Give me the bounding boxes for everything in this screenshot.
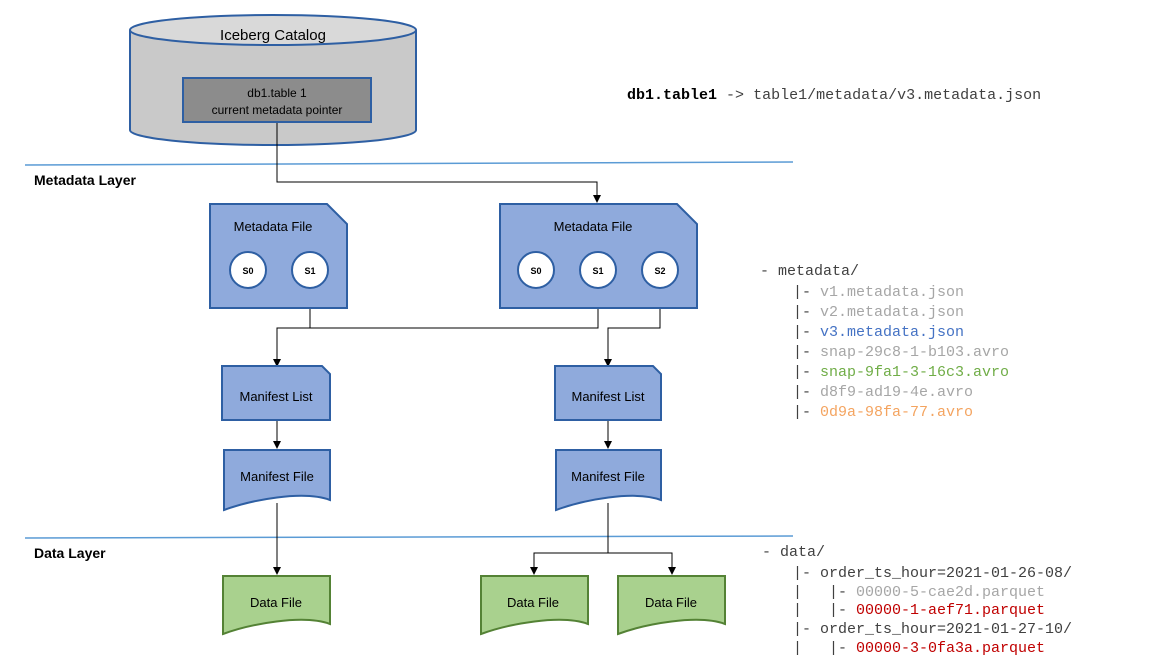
partition-entry: |- order_ts_hour=2021-01-27-10/	[793, 621, 1072, 638]
tree-entry: |- snap-29c8-1-b103.avro	[793, 344, 1009, 361]
manifest-file-2: Manifest File	[555, 449, 662, 512]
tree-entry: |- d8f9-ad19-4e.avro	[793, 384, 973, 401]
metadata-layer-divider	[24, 161, 794, 166]
manifest-list-2: Manifest List	[554, 365, 662, 421]
metadata-directory-tree: - metadata/ |- v1.metadata.json |- v2.me…	[760, 263, 1009, 421]
tree-entry: | |- 00000-1-aef71.parquet	[793, 602, 1045, 619]
metadata-file-1: Metadata File S0 S1	[209, 203, 348, 309]
svg-text:Data File: Data File	[250, 595, 302, 610]
svg-text:Manifest List: Manifest List	[572, 389, 645, 404]
tree-entry: |- v2.metadata.json	[793, 304, 964, 321]
svg-text:S0: S0	[242, 266, 253, 276]
svg-text:Data File: Data File	[645, 595, 697, 610]
pointer-line-1: db1.table 1	[247, 86, 307, 100]
svg-text:S0: S0	[530, 266, 541, 276]
pointer-mapping-target: table1/metadata/v3.metadata.json	[753, 87, 1041, 104]
manifest-list-1: Manifest List	[221, 365, 331, 421]
data-tree-root: - data/	[762, 544, 825, 561]
snapshot-s1: S1	[291, 251, 329, 289]
data-file-3: Data File	[617, 575, 726, 636]
pointer-mapping: db1.table1 -> table1/metadata/v3.metadat…	[627, 87, 1041, 104]
data-directory-tree: - data/ |- order_ts_hour=2021-01-26-08/ …	[762, 544, 1072, 657]
data-file-2: Data File	[480, 575, 589, 636]
svg-text:Manifest List: Manifest List	[240, 389, 313, 404]
manifest-file-1: Manifest File	[223, 449, 331, 512]
iceberg-catalog: Iceberg Catalog db1.table 1 current meta…	[129, 14, 417, 146]
svg-text:Data File: Data File	[507, 595, 559, 610]
snapshot-s1: S1	[579, 251, 617, 289]
metadata-file-2-label: Metadata File	[554, 219, 633, 234]
data-file-1: Data File	[222, 575, 331, 636]
metadata-layer-label: Metadata Layer	[34, 172, 136, 188]
metadata-file-1-label: Metadata File	[234, 219, 313, 234]
snapshot-s0: S0	[517, 251, 555, 289]
metadata-file-2: Metadata File S0 S1 S2	[499, 203, 698, 309]
tree-entry: |- v3.metadata.json	[793, 324, 964, 341]
catalog-title: Iceberg Catalog	[220, 27, 326, 44]
tree-entry: |- v1.metadata.json	[793, 284, 964, 301]
metadata-pointer-box	[182, 77, 372, 123]
svg-text:Manifest File: Manifest File	[571, 469, 645, 484]
tree-entry: | |- 00000-5-cae2d.parquet	[793, 584, 1045, 601]
svg-text:S2: S2	[654, 266, 665, 276]
pointer-mapping-arrow: ->	[726, 87, 744, 104]
snapshot-s2: S2	[641, 251, 679, 289]
tree-entry: |- snap-9fa1-3-16c3.avro	[793, 364, 1009, 381]
svg-text:S1: S1	[304, 266, 315, 276]
pointer-to-metadata-arrow	[276, 123, 601, 203]
manifest-file-right-stem	[530, 503, 609, 575]
tree-entry: |- 0d9a-98fa-77.avro	[793, 404, 973, 421]
svg-text:Manifest File: Manifest File	[240, 469, 314, 484]
data-layer-divider	[24, 535, 794, 539]
manifest-file-right-branch	[608, 552, 676, 575]
partition-entry: |- order_ts_hour=2021-01-26-08/	[793, 565, 1072, 582]
pointer-mapping-table: db1.table1	[627, 87, 717, 104]
metadata-tree-root: - metadata/	[760, 263, 859, 280]
connectors	[273, 123, 676, 575]
data-layer-label: Data Layer	[34, 545, 106, 561]
snapshot-s0: S0	[229, 251, 267, 289]
svg-text:S1: S1	[592, 266, 603, 276]
pointer-line-2: current metadata pointer	[212, 103, 343, 117]
tree-entry: | |- 00000-3-0fa3a.parquet	[793, 640, 1045, 657]
